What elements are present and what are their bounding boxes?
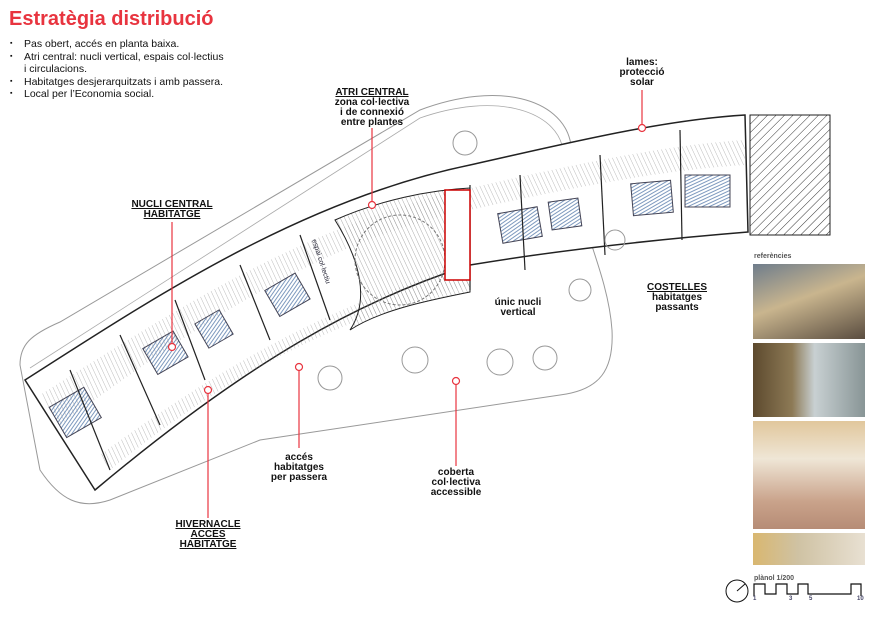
scale-tick: 1 bbox=[753, 596, 757, 602]
coberta-label: coberta col·lectiva accessible bbox=[430, 467, 482, 498]
scale-title: plànol 1/200 bbox=[754, 575, 795, 582]
reference-photo-winter-garden bbox=[753, 421, 865, 529]
strategy-list: Pas obert, accés en planta baixa. Atri c… bbox=[10, 38, 225, 101]
unic-nucli-label: únic nucli vertical bbox=[494, 297, 542, 318]
list-item: Pas obert, accés en planta baixa. bbox=[10, 38, 225, 51]
scale-tick: 5 bbox=[809, 596, 813, 602]
scale-bar bbox=[725, 579, 862, 603]
north-arrow-icon bbox=[725, 579, 749, 603]
atri-central-label: ATRI CENTRAL zona col·lectiva i de conne… bbox=[334, 87, 410, 128]
adjacent-building-hatch bbox=[749, 114, 831, 236]
lames-label: lames: protecció solar bbox=[619, 57, 665, 88]
acces-passera-label: accés habitatges per passera bbox=[270, 452, 328, 483]
references-title: referències bbox=[754, 253, 792, 260]
trees bbox=[317, 130, 626, 391]
leader-lines bbox=[167, 90, 647, 518]
reference-photo-gallery bbox=[753, 343, 865, 417]
stair-core bbox=[444, 189, 471, 281]
page-title: Estratègia distribució bbox=[9, 8, 214, 30]
list-item: Local per l’Economia social. bbox=[10, 88, 225, 101]
site-boundary bbox=[19, 95, 613, 505]
apartment-fills bbox=[48, 174, 731, 439]
list-item: Atri central: nucli vertical, espais col… bbox=[10, 51, 225, 76]
reference-photo-interiors bbox=[753, 533, 865, 565]
hivernacle-label: HIVERNACLE ACCÉS HABITATGE bbox=[175, 519, 241, 550]
nucli-central-label: NUCLI CENTRAL HABITATGE bbox=[131, 199, 213, 220]
scale-tick: 10 bbox=[857, 596, 864, 602]
reference-photo-greenhouse bbox=[753, 264, 865, 339]
costelles-label: COSTELLES habitatges passants bbox=[646, 282, 708, 313]
scale-tick: 3 bbox=[789, 596, 793, 602]
list-item: Habitatges desjerarquitzats i amb passer… bbox=[10, 76, 225, 89]
